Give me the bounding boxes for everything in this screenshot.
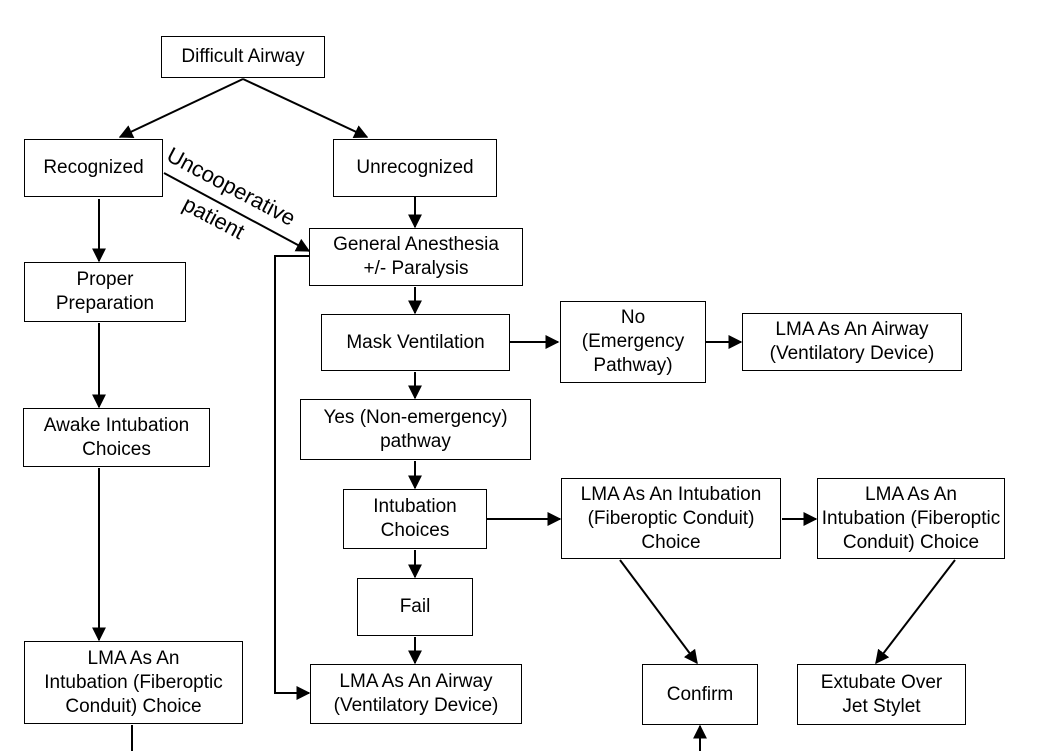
- node-recognized: Recognized: [24, 139, 163, 197]
- node-proper-preparation: Proper Preparation: [24, 262, 186, 322]
- node-no-emergency: No (Emergency Pathway): [560, 301, 706, 383]
- edge-difficult-to-unrecognized: [242, 78, 369, 139]
- node-mask-ventilation: Mask Ventilation: [321, 314, 510, 371]
- edge-difficult-to-recognized: [118, 78, 244, 138]
- node-intubation-choices: Intubation Choices: [343, 489, 487, 549]
- node-lma-airway-bottom: LMA As An Airway (Ventilatory Device): [310, 664, 522, 724]
- edge-recognized-to-general-uncooperative: [163, 172, 311, 252]
- node-fail: Fail: [357, 578, 473, 636]
- edge-lma-right-to-extubate: [875, 559, 956, 665]
- node-extubate: Extubate Over Jet Stylet: [797, 664, 966, 725]
- node-yes-nonemergency: Yes (Non-emergency) pathway: [300, 399, 531, 460]
- node-lma-intubation-right: LMA As An Intubation (Fiberoptic Conduit…: [817, 478, 1005, 559]
- node-lma-intubation-mid: LMA As An Intubation (Fiberoptic Conduit…: [561, 478, 781, 559]
- edge-lma-mid-to-confirm: [619, 559, 698, 665]
- edge-general-bypass-to-lma-airway-bottom: [274, 255, 311, 700]
- node-confirm: Confirm: [642, 664, 758, 725]
- node-general-anesthesia: General Anesthesia +/- Paralysis: [309, 228, 523, 286]
- node-awake-intubation: Awake Intubation Choices: [23, 408, 210, 467]
- node-lma-intubation-left: LMA As An Intubation (Fiberoptic Conduit…: [24, 641, 243, 724]
- node-difficult-airway: Difficult Airway: [161, 36, 325, 78]
- node-lma-airway-top: LMA As An Airway (Ventilatory Device): [742, 313, 962, 371]
- node-unrecognized: Unrecognized: [333, 139, 497, 197]
